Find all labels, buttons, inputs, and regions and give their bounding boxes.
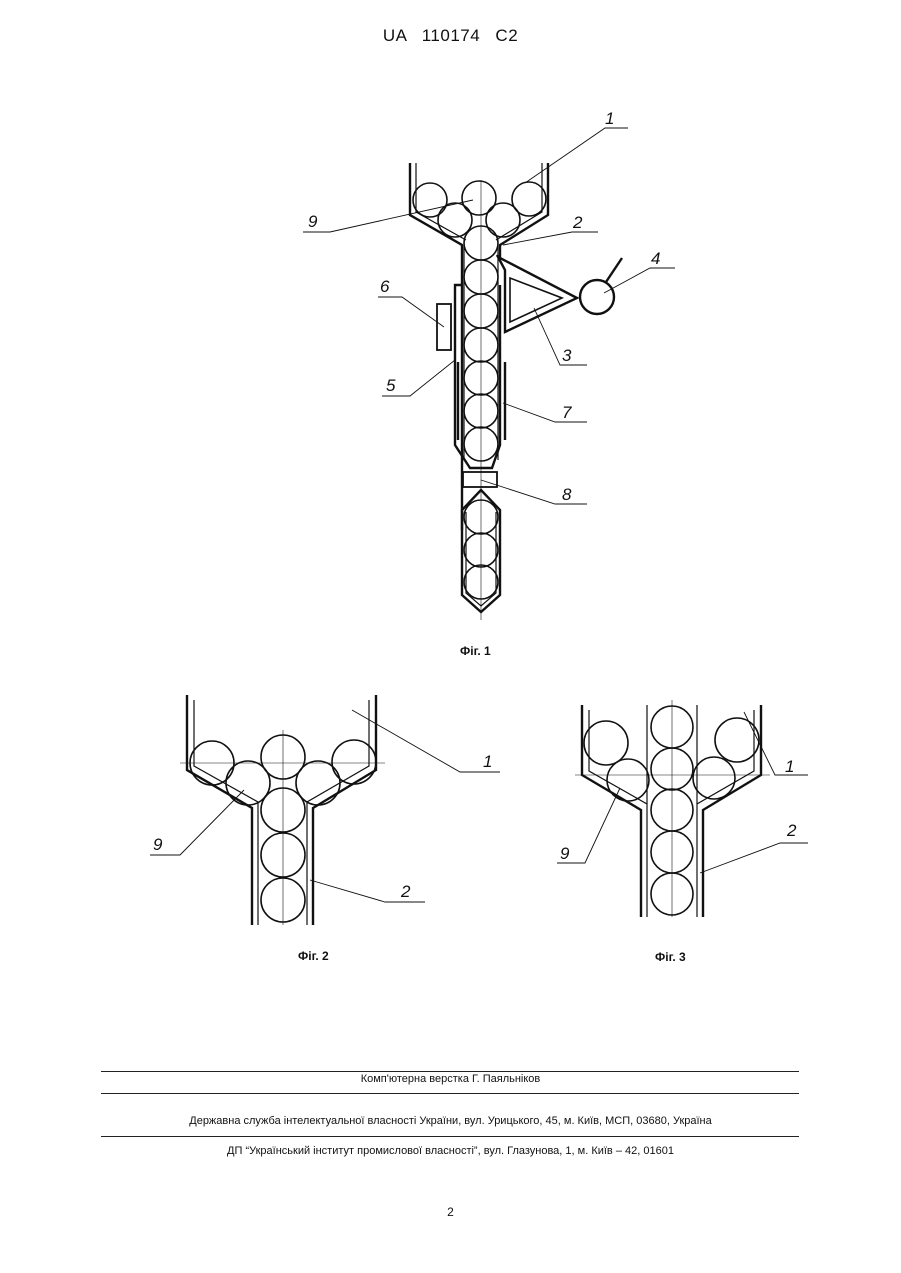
footer-institute: ДП “Український інститут промислової вла…: [0, 1145, 901, 1157]
footer-agency: Державна служба інтелектуальної власност…: [0, 1115, 901, 1127]
fig3-balls: [584, 706, 759, 915]
footer-rule-top: [101, 1071, 799, 1072]
fig3-label-1: 1: [785, 757, 794, 776]
figure-3-caption: Фіг. 3: [655, 950, 686, 964]
footer-layout-credit: Комп'ютерна верстка Г. Паяльніков: [0, 1073, 901, 1085]
footer-rule-bottom: [101, 1136, 799, 1137]
fig3-label-2: 2: [786, 821, 797, 840]
page-number: 2: [0, 1205, 901, 1219]
fig3-label-9: 9: [560, 844, 570, 863]
footer-rule-middle: [101, 1093, 799, 1094]
